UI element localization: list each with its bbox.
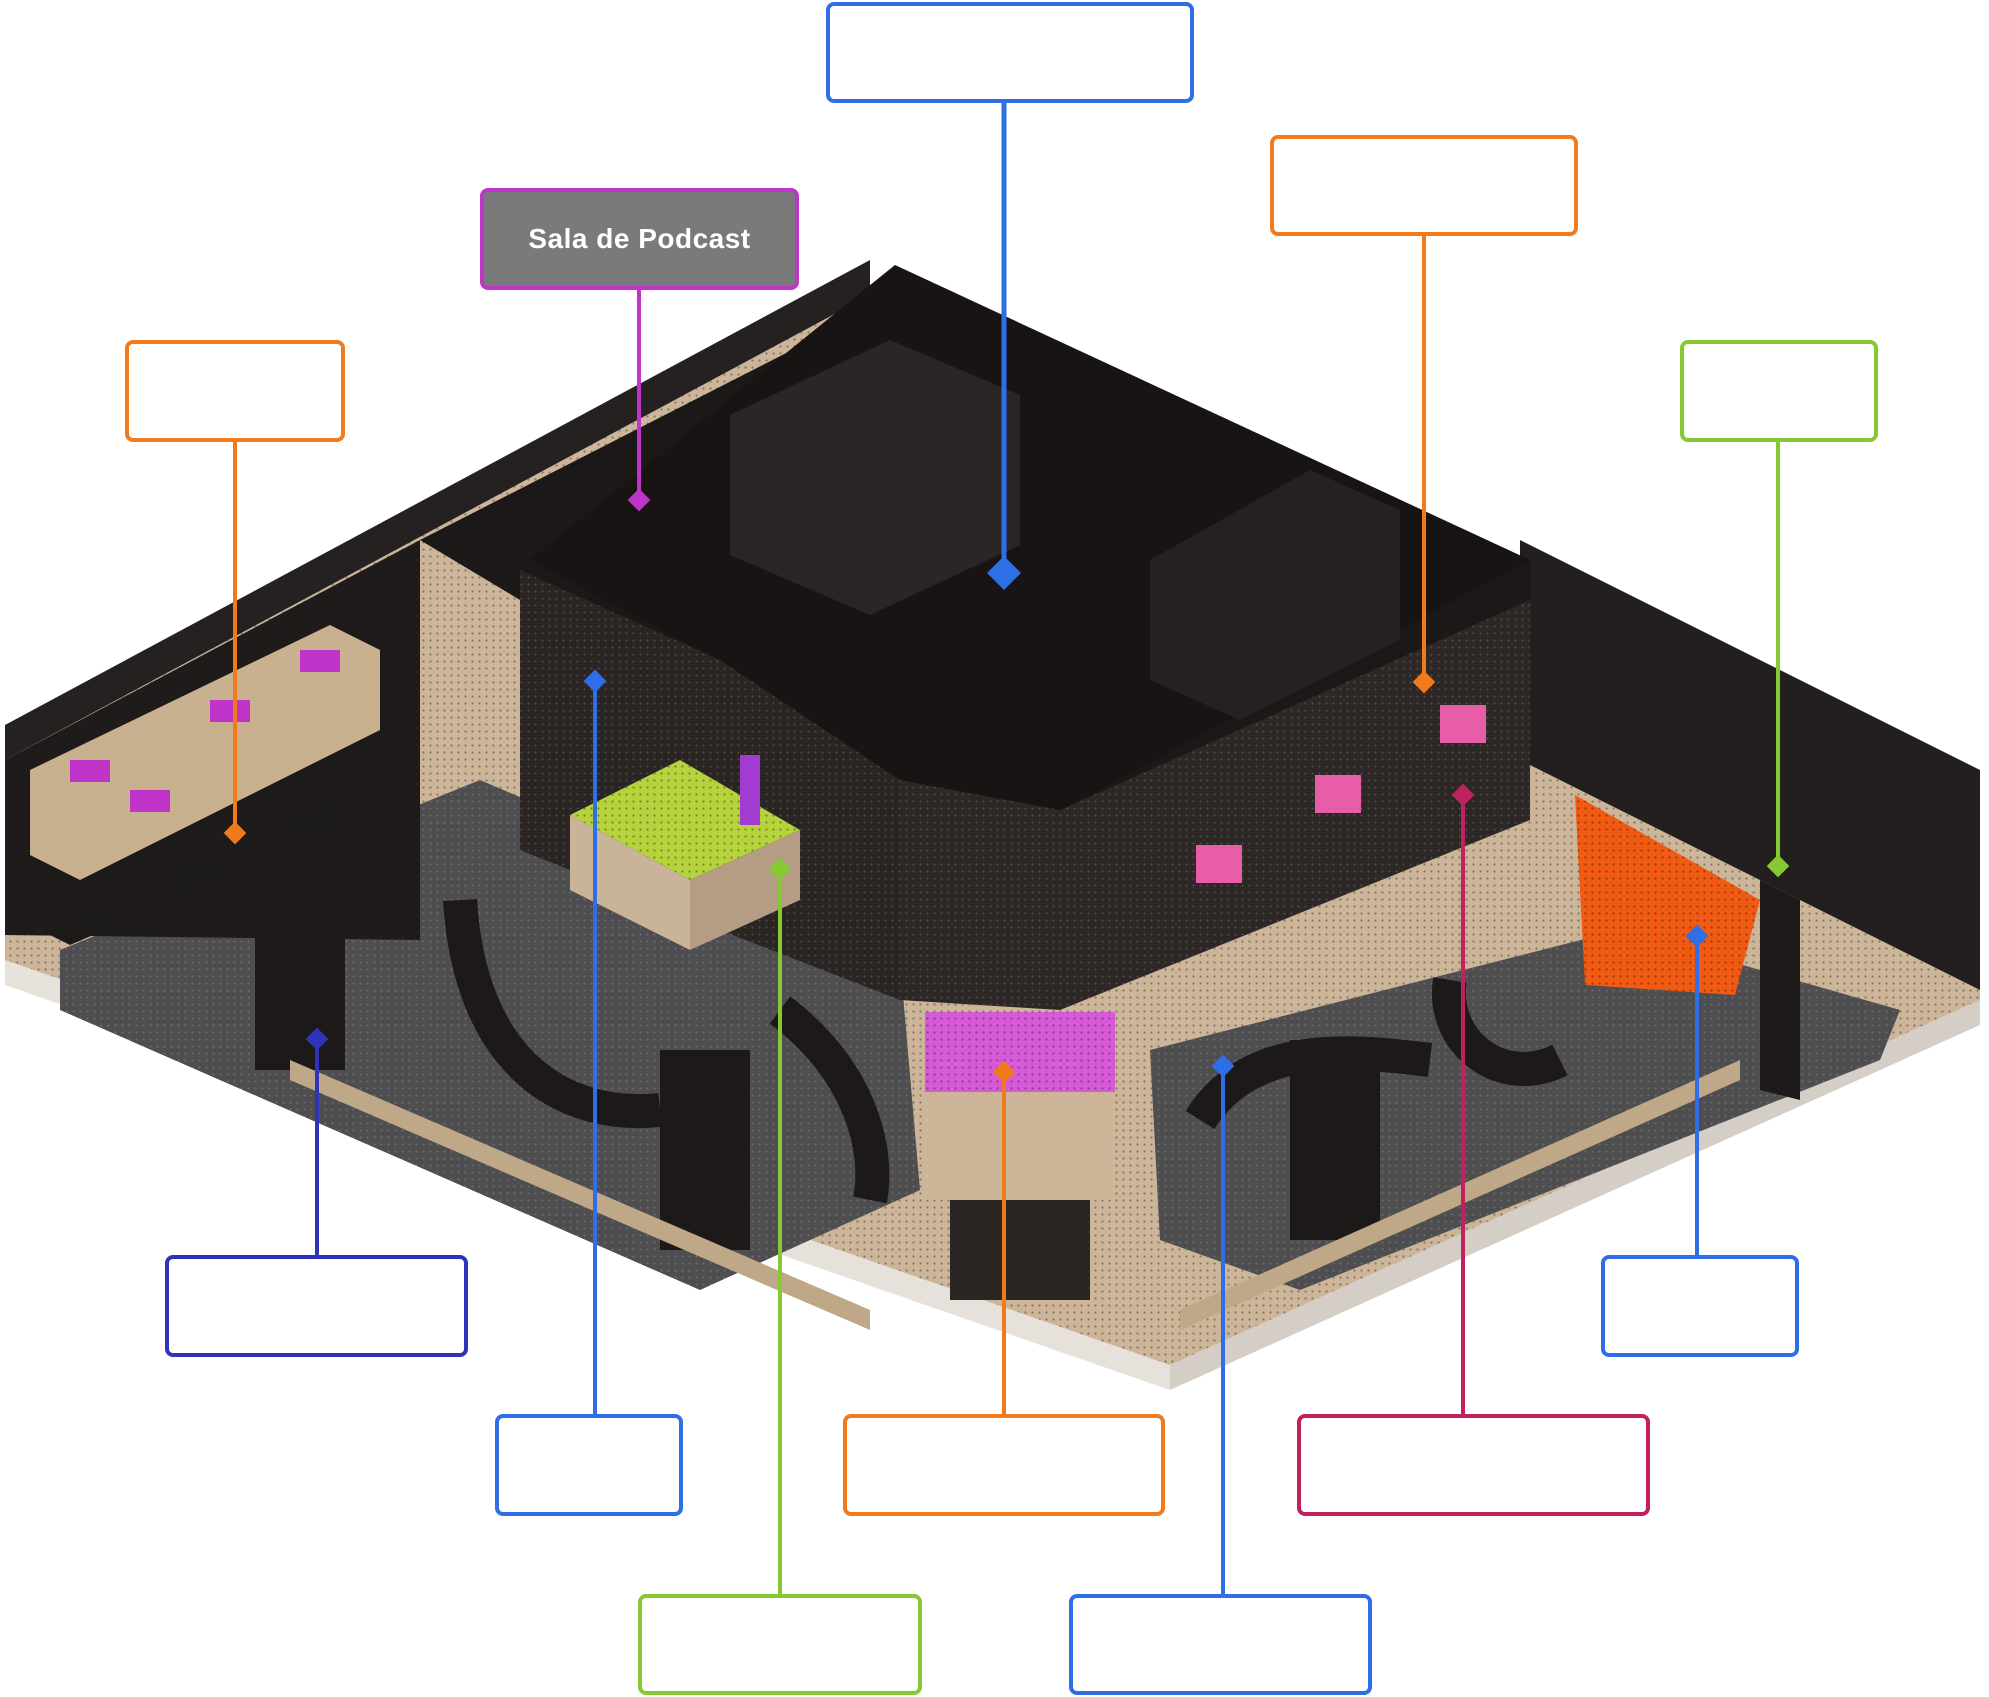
- orange-pod-frame: [1760, 880, 1800, 1100]
- callout-lower-2[interactable]: [843, 1414, 1165, 1516]
- marker-diamond[interactable]: [768, 857, 792, 881]
- curved-desk: [443, 898, 662, 1128]
- marker-diamond[interactable]: [1211, 1054, 1235, 1078]
- callout-label: Sala de Podcast: [528, 223, 751, 254]
- callout-sala-de-podcast[interactable]: Sala de Podcast: [480, 188, 799, 290]
- orange-pod-texture: [1575, 795, 1760, 995]
- storage-column: [1290, 1040, 1380, 1240]
- pink-window: [1440, 705, 1486, 743]
- markers: [223, 488, 1790, 1084]
- callout-bottom-left[interactable]: [165, 1255, 468, 1357]
- magenta-plant: [210, 700, 250, 722]
- marker-diamond[interactable]: [1412, 670, 1436, 694]
- lounge-sofa: [40, 900, 140, 945]
- marker-diamond[interactable]: [583, 669, 607, 693]
- green-pod-front: [570, 815, 690, 950]
- marker-diamond[interactable]: [992, 1060, 1016, 1084]
- callout-bottom-1[interactable]: [638, 1594, 922, 1695]
- callout-far-right[interactable]: [1680, 340, 1878, 442]
- callout-bottom-right[interactable]: [1601, 1255, 1799, 1357]
- marker-diamond[interactable]: [987, 556, 1021, 590]
- feature-desk-base: [950, 1200, 1090, 1300]
- wall-back-left: [5, 260, 870, 760]
- lounge-sofa: [260, 800, 360, 845]
- callout-top-center[interactable]: [826, 2, 1194, 103]
- callout-left[interactable]: [125, 340, 345, 442]
- magenta-plant: [300, 650, 340, 672]
- wall-right-face: [1520, 540, 1980, 990]
- pink-window: [1196, 845, 1242, 883]
- front-bench-right: [1180, 1060, 1740, 1330]
- pink-window: [1315, 775, 1361, 813]
- magenta-screen-texture: [925, 1012, 1115, 1092]
- marker-diamond[interactable]: [305, 1027, 329, 1051]
- curved-desk: [1431, 977, 1568, 1086]
- callout-top-right[interactable]: [1270, 135, 1578, 236]
- front-bench-left: [290, 1060, 870, 1330]
- marker-diamond[interactable]: [1685, 924, 1709, 948]
- marker-diamond[interactable]: [627, 488, 651, 512]
- marker-diamond[interactable]: [1451, 783, 1475, 807]
- green-pod-top-texture: [570, 760, 800, 880]
- magenta-plant: [130, 790, 170, 812]
- purple-panel: [740, 755, 760, 825]
- green-pod-side: [690, 830, 800, 950]
- storage-column: [660, 1050, 750, 1250]
- feature-desk: [925, 1092, 1115, 1200]
- callout-lower-1[interactable]: [495, 1414, 683, 1516]
- lounge-sofa: [150, 850, 250, 895]
- magenta-plant: [70, 760, 110, 782]
- curved-desk: [769, 996, 890, 1204]
- plant-shelf: [30, 625, 380, 880]
- callout-lower-3[interactable]: [1297, 1414, 1650, 1516]
- meeting-room-inner: [1150, 470, 1400, 720]
- leader-lines: [233, 102, 1780, 1594]
- podcast-room: [730, 340, 1020, 615]
- callout-bottom-2[interactable]: [1069, 1594, 1372, 1695]
- marker-diamond[interactable]: [1766, 854, 1790, 878]
- storage-column: [255, 855, 345, 1070]
